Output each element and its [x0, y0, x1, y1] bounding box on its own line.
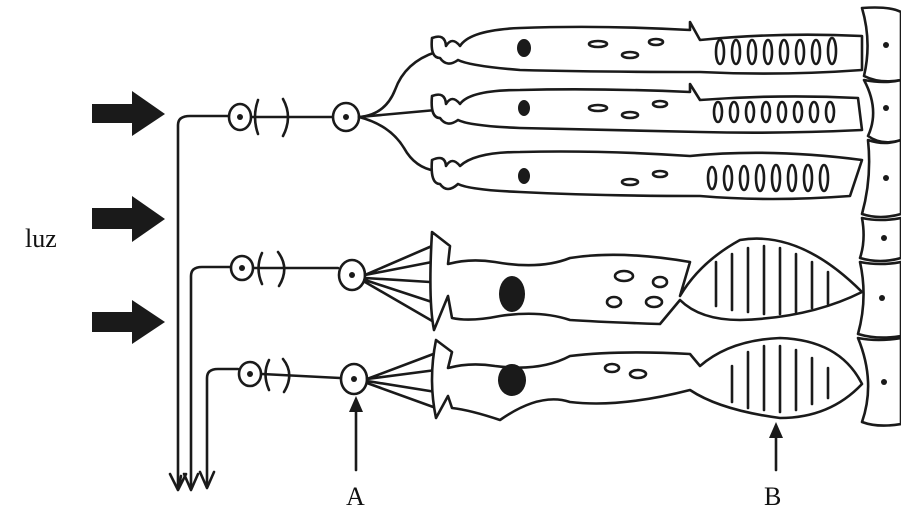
- cone-1: [430, 20, 864, 75]
- ganglion-cell-3: [237, 357, 342, 394]
- rod-1: [429, 230, 864, 332]
- nerve-fibers: [168, 114, 240, 492]
- light-arrow-bottom: [92, 300, 165, 344]
- bipolar-cell-1: [331, 50, 438, 173]
- light-label: luz: [25, 224, 57, 253]
- bipolar-cell-3: [339, 351, 438, 410]
- pointer-b: [769, 422, 783, 472]
- pointer-a: [349, 396, 363, 472]
- ganglion-cell-1: [227, 97, 335, 138]
- label-a: A: [346, 482, 365, 511]
- pigment-epithelium: [856, 6, 901, 427]
- cone-2: [430, 82, 864, 134]
- light-arrow-top: [92, 91, 165, 136]
- light-arrow-middle: [92, 196, 165, 242]
- rod-2: [430, 336, 864, 422]
- ganglion-cell-2: [229, 250, 340, 288]
- bipolar-cell-2: [337, 244, 436, 324]
- label-b: B: [764, 482, 782, 511]
- light-arrows: [92, 91, 165, 344]
- cone-3: [430, 150, 864, 201]
